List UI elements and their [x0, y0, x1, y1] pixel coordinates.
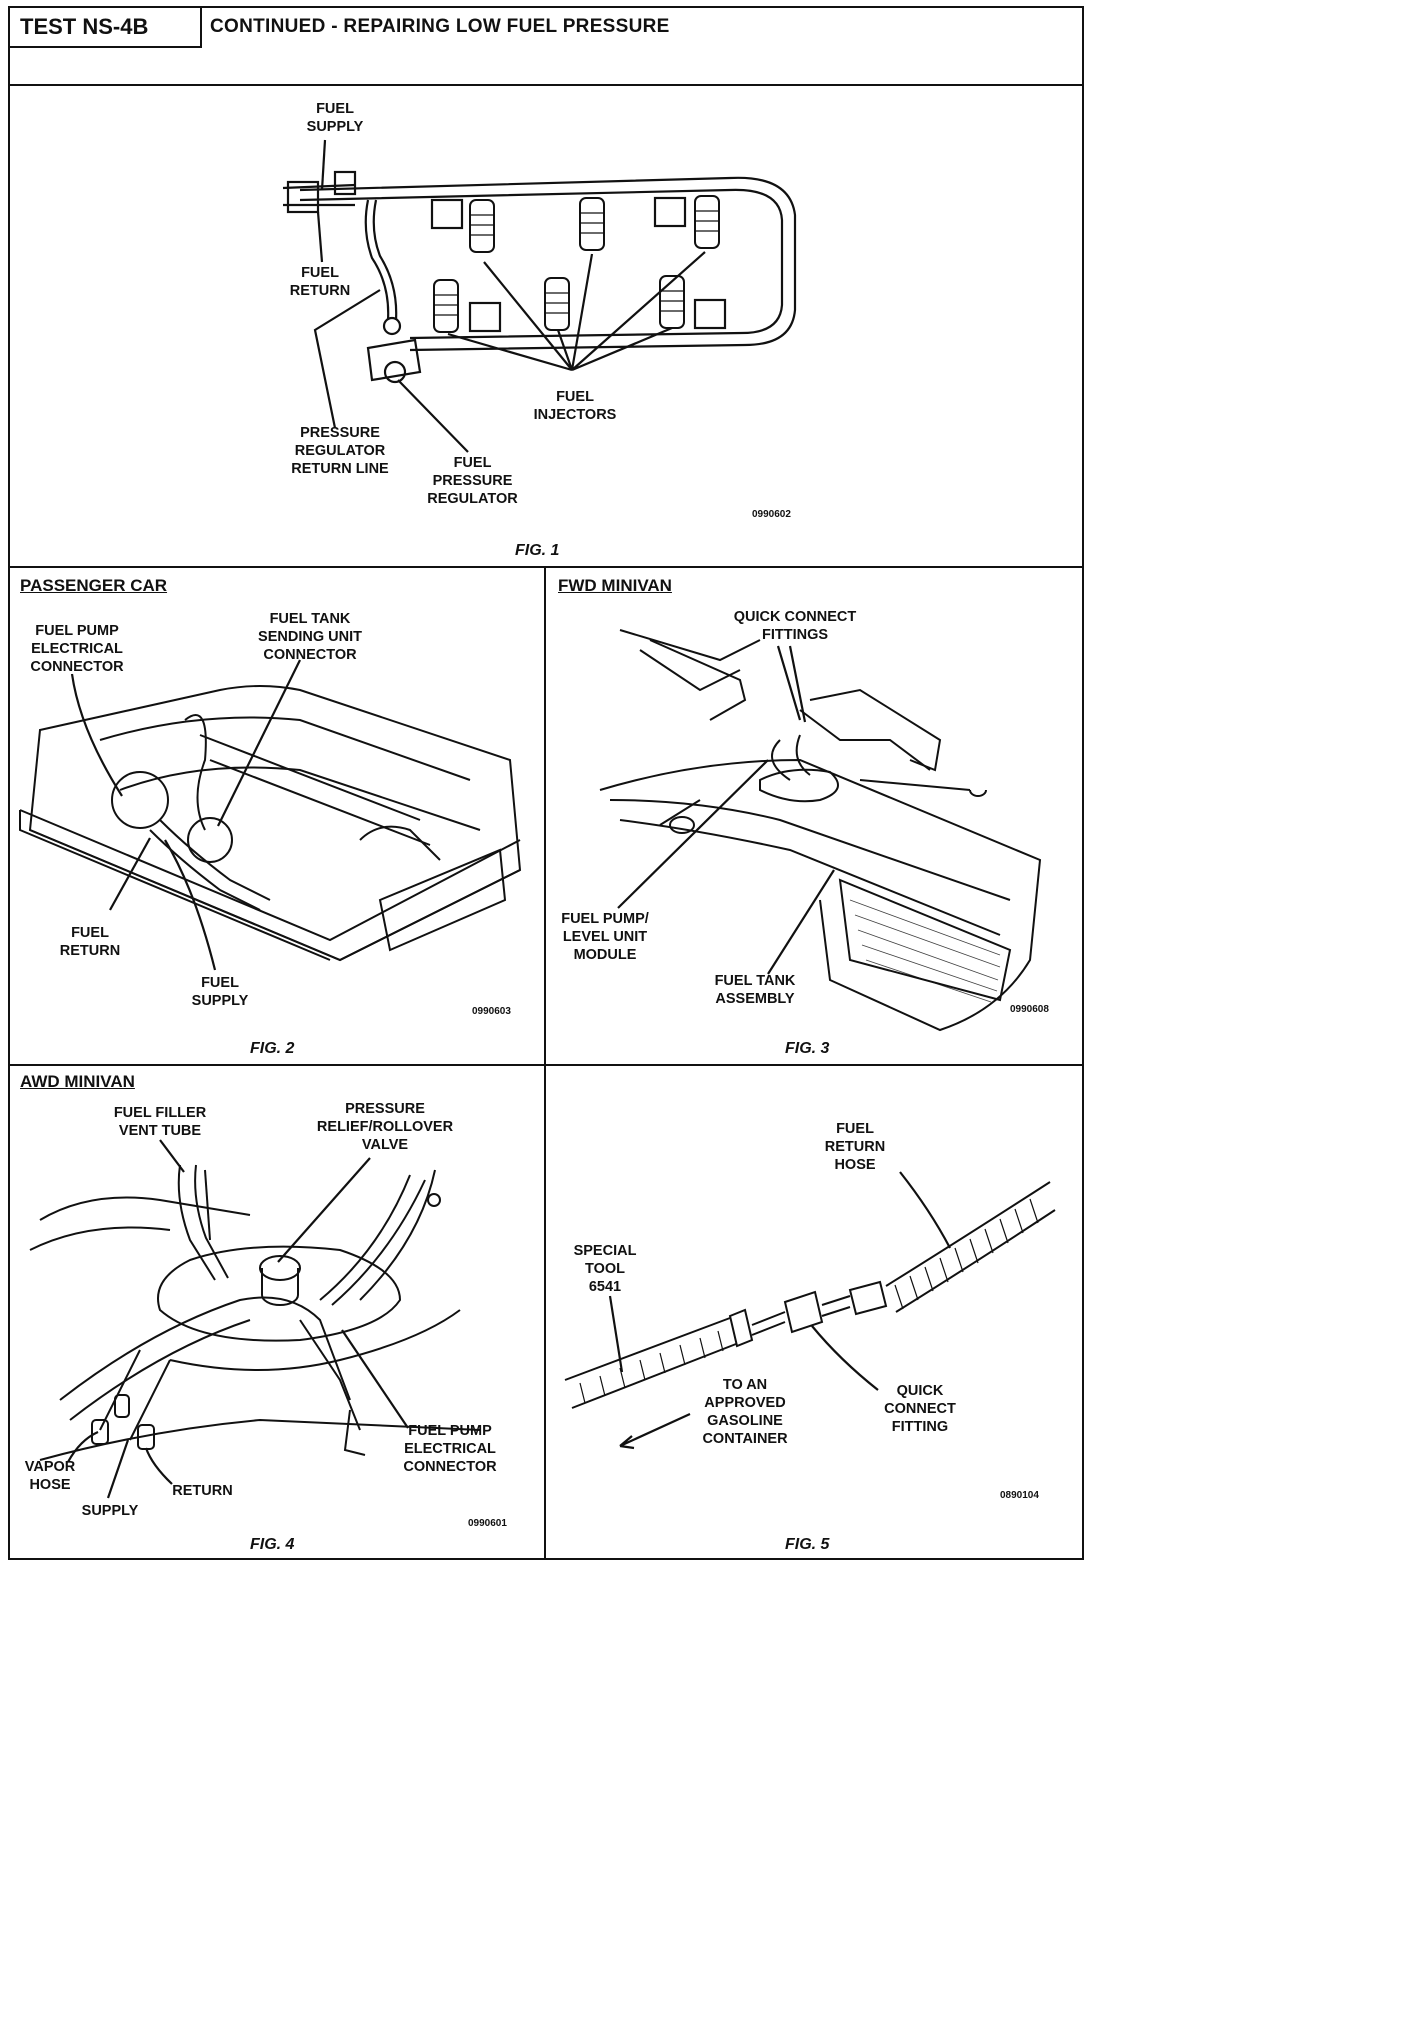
fig3-caption: FIG. 3 — [785, 1040, 830, 1057]
passenger-car-tank-diagram — [19, 659, 522, 971]
fig4-code: 0990601 — [468, 1518, 507, 1529]
fig2-caption: FIG. 2 — [250, 1040, 295, 1057]
fig5-caption: FIG. 5 — [785, 1536, 830, 1553]
fig5-to-container-label: TO AN APPROVED GASOLINE CONTAINER — [702, 1377, 788, 1447]
fig2-fuel-supply-label: FUEL SUPPLY — [191, 975, 249, 1009]
fig2-fuel-pump-electrical-connector-label: FUEL PUMP ELECTRICAL CONNECTOR — [30, 623, 124, 675]
fig1-fuel-pressure-regulator-label: FUEL PRESSURE REGULATOR — [427, 455, 518, 507]
fig1-fuel-return-label: FUEL RETURN — [289, 265, 351, 299]
fig4-fuel-pump-electrical-connector-label: FUEL PUMP ELECTRICAL CONNECTOR — [403, 1423, 497, 1475]
fig4-section-title: AWD MINIVAN — [20, 1072, 135, 1091]
fig3-code: 0990608 — [1010, 1004, 1049, 1015]
awd-minivan-tank-diagram — [29, 1139, 481, 1499]
header-divider — [8, 84, 1084, 86]
fig5-quick-connect-fitting-label: QUICK CONNECT FITTING — [884, 1383, 956, 1435]
fig2-code: 0990603 — [472, 1006, 511, 1017]
fig1-caption: FIG. 1 — [515, 542, 560, 559]
test-id: TEST NS-4B — [20, 14, 149, 39]
fig5-fuel-return-hose-label: FUEL RETURN HOSE — [824, 1121, 886, 1173]
fig3-section-title: FWD MINIVAN — [558, 576, 672, 595]
fig3-fuel-pump-level-unit-module-label: FUEL PUMP/ LEVEL UNIT MODULE — [561, 911, 649, 963]
test-id-box — [10, 8, 202, 48]
fig4-fuel-filler-vent-tube-label: FUEL FILLER VENT TUBE — [113, 1105, 207, 1139]
fig2-fuel-return-label: FUEL RETURN — [59, 925, 121, 959]
fig4-return-label: RETURN — [172, 1483, 233, 1499]
page-frame — [8, 6, 1084, 1560]
row-divider-2 — [8, 1064, 1084, 1066]
fig1-pressure-regulator-return-line-label: PRESSURE REGULATOR RETURN LINE — [291, 425, 389, 477]
fig3-quick-connect-fittings-label: QUICK CONNECT FITTINGS — [733, 609, 857, 643]
row-divider-1 — [8, 566, 1084, 568]
fig4-supply-label: SUPPLY — [81, 1503, 139, 1519]
fig1-fuel-injectors-label: FUEL INJECTORS — [533, 389, 617, 423]
fig1-fuel-supply-label: FUEL SUPPLY — [306, 101, 364, 135]
fig4-caption: FIG. 4 — [250, 1536, 295, 1553]
fig2-section-title: PASSENGER CAR — [20, 576, 168, 595]
fig4-pressure-relief-rollover-valve-label: PRESSURE RELIEF/ROLLOVER VALVE — [316, 1101, 454, 1153]
fig4-vapor-hose-label: VAPOR HOSE — [24, 1459, 76, 1493]
fig1-code: 0990602 — [752, 509, 791, 520]
fig5-special-tool-label: SPECIAL TOOL 6541 — [573, 1243, 637, 1295]
page-title: CONTINUED - REPAIRING LOW FUEL PRESSURE — [210, 16, 670, 37]
column-divider — [544, 566, 546, 1560]
fig5-code: 0890104 — [1000, 1490, 1039, 1501]
return-hose-diagram — [564, 1171, 1056, 1450]
fuel-rail-diagram — [282, 139, 797, 453]
fwd-minivan-tank-diagram — [599, 629, 1042, 1032]
fig2-fuel-tank-sending-unit-connector-label: FUEL TANK SENDING UNIT CONNECTOR — [258, 611, 362, 663]
fig3-fuel-tank-assembly-label: FUEL TANK ASSEMBLY — [714, 973, 796, 1007]
